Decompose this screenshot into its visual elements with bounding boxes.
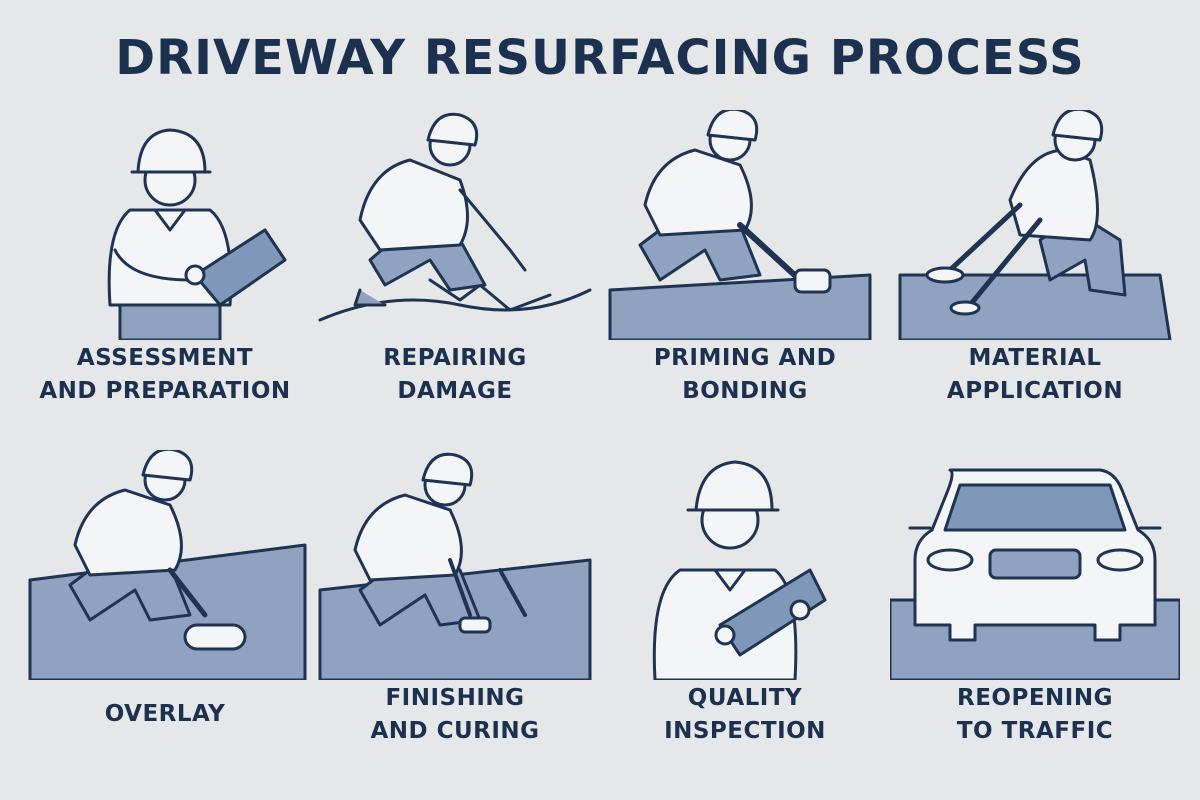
worker-overlay-roller-icon	[28, 450, 307, 680]
step-label-line2: TO TRAFFIC	[956, 718, 1114, 744]
worker-squeegee-icon	[898, 110, 1172, 340]
car-icon	[890, 468, 1180, 680]
step-label-line2: BONDING	[682, 378, 808, 404]
worker-inspection-icon	[652, 460, 827, 680]
step-label-line1: ASSESSMENT	[76, 345, 254, 371]
step-label-line2: DAMAGE	[397, 378, 513, 404]
step-label-line2: AND PREPARATION	[39, 378, 291, 404]
step-priming: PRIMING AND BONDING	[600, 110, 890, 440]
step-label-line2: APPLICATION	[946, 378, 1124, 404]
step-reopening: REOPENING TO TRAFFIC	[890, 450, 1180, 780]
worker-roller-icon	[608, 110, 872, 340]
step-label-line1: OVERLAY	[104, 701, 226, 727]
step-assessment: ASSESSMENT AND PREPARATION	[20, 110, 310, 440]
step-label-line1: REPAIRING	[383, 345, 527, 371]
step-label-line1: FINISHING	[385, 685, 525, 711]
step-overlay: OVERLAY	[20, 450, 310, 780]
page-title: DRIVEWAY RESURFACING PROCESS	[115, 30, 1085, 86]
worker-trowel-icon	[318, 452, 592, 680]
step-repairing: REPAIRING DAMAGE	[310, 110, 600, 440]
step-material-application: MATERIAL APPLICATION	[890, 110, 1180, 440]
step-label-line1: PRIMING AND	[653, 345, 837, 371]
step-finishing: FINISHING AND CURING	[310, 450, 600, 780]
step-label-line2: INSPECTION	[664, 718, 826, 744]
step-label-line2: AND CURING	[370, 718, 540, 744]
step-label-line1: MATERIAL	[968, 345, 1102, 371]
step-quality-inspection: QUALITY INSPECTION	[600, 450, 890, 780]
step-label-line1: QUALITY	[687, 685, 803, 711]
worker-clipboard-icon	[107, 128, 287, 340]
worker-kneeling-cracks-icon	[318, 112, 592, 322]
step-label-line1: REOPENING	[957, 685, 1113, 711]
